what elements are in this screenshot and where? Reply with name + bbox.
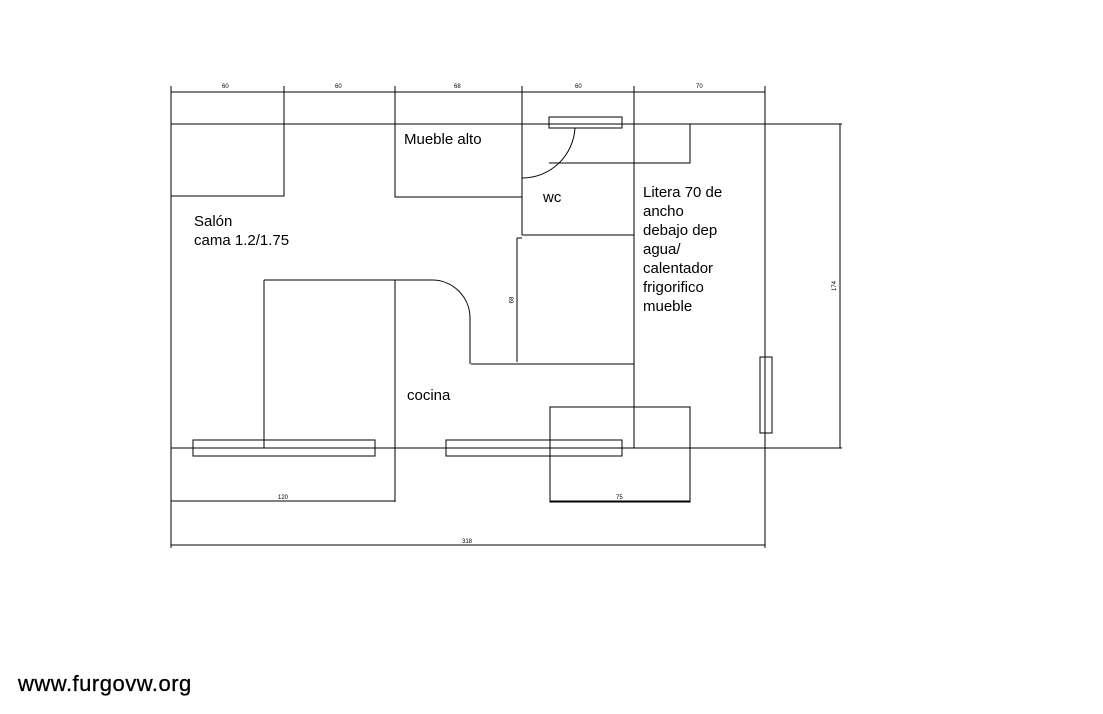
dim-top-5: 70 <box>696 84 703 90</box>
label-litera-line: mueble <box>643 298 693 315</box>
dim-bottom-mid: 75 <box>616 495 623 501</box>
label-salon-line1: Salón <box>194 213 233 230</box>
wc-door <box>548 116 623 129</box>
label-litera-line: frigorifico <box>643 279 704 296</box>
window-bottom-left <box>192 439 376 457</box>
top-right-cabinet <box>633 123 691 164</box>
label-litera-line: Litera 70 de <box>643 184 723 201</box>
kitchen-counter <box>263 279 471 502</box>
bottom-right-cabinet <box>549 406 691 503</box>
wc-area <box>521 116 635 448</box>
inner-unit <box>471 237 634 365</box>
label-litera: Litera 70 de ancho debajo dep agua/ cale… <box>643 183 722 316</box>
dim-inner-vertical: 68 <box>509 296 516 304</box>
label-cocina: cocina <box>407 387 451 404</box>
label-mueble-alto: Mueble alto <box>404 131 482 148</box>
dim-top-4: 60 <box>575 84 582 90</box>
top-dimension-lines <box>170 86 766 124</box>
label-salon-line2: cama 1.2/1.75 <box>194 232 290 249</box>
dim-height-right: 174 <box>832 280 839 292</box>
dim-top-3: 68 <box>454 84 461 90</box>
bottom-dimension-lines <box>171 500 765 546</box>
label-salon: Salón cama 1.2/1.75 <box>194 212 289 250</box>
window-right <box>759 356 773 434</box>
label-litera-line: calentador <box>643 260 714 277</box>
dim-bottom-left: 120 <box>278 495 289 501</box>
label-litera-line: agua/ <box>643 241 681 258</box>
dim-top-2: 60 <box>335 84 342 90</box>
outer-walls <box>170 123 842 548</box>
dim-top-1: 60 <box>222 84 229 90</box>
window-bottom-middle <box>445 439 623 457</box>
dim-total: 318 <box>462 539 473 545</box>
watermark: www.furgovw.org <box>18 671 192 696</box>
label-litera-line: debajo dep <box>643 222 718 239</box>
wc-door-swing <box>521 127 576 179</box>
label-litera-line: ancho <box>643 203 684 220</box>
top-left-cabinet <box>170 123 285 197</box>
label-wc: wc <box>543 189 562 206</box>
